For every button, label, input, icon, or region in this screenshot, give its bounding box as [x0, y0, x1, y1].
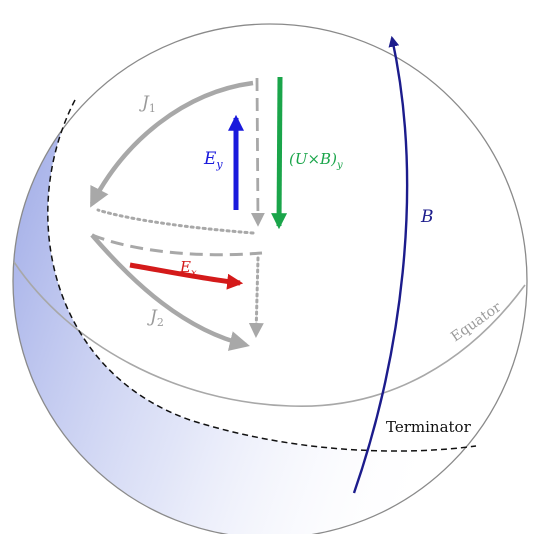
label-terminator: Terminator	[386, 418, 472, 436]
label-ex: Ex	[179, 258, 197, 279]
current-j2-dashed-top	[92, 235, 262, 255]
uxb-vector-arrow	[279, 77, 280, 226]
label-ey: Ey	[203, 149, 223, 171]
current-j2-dotted-vertical	[256, 258, 258, 335]
label-j2: J2	[147, 307, 164, 329]
label-j1: J1	[139, 93, 156, 115]
current-j1-solid-arc	[92, 83, 253, 204]
label-b: B	[420, 207, 434, 227]
current-j2-solid-arc	[92, 235, 246, 345]
current-j1-dotted-return	[98, 210, 253, 233]
current-j1-dashed-vertical	[257, 78, 258, 224]
label-uxb: (U×B)y	[289, 150, 343, 171]
